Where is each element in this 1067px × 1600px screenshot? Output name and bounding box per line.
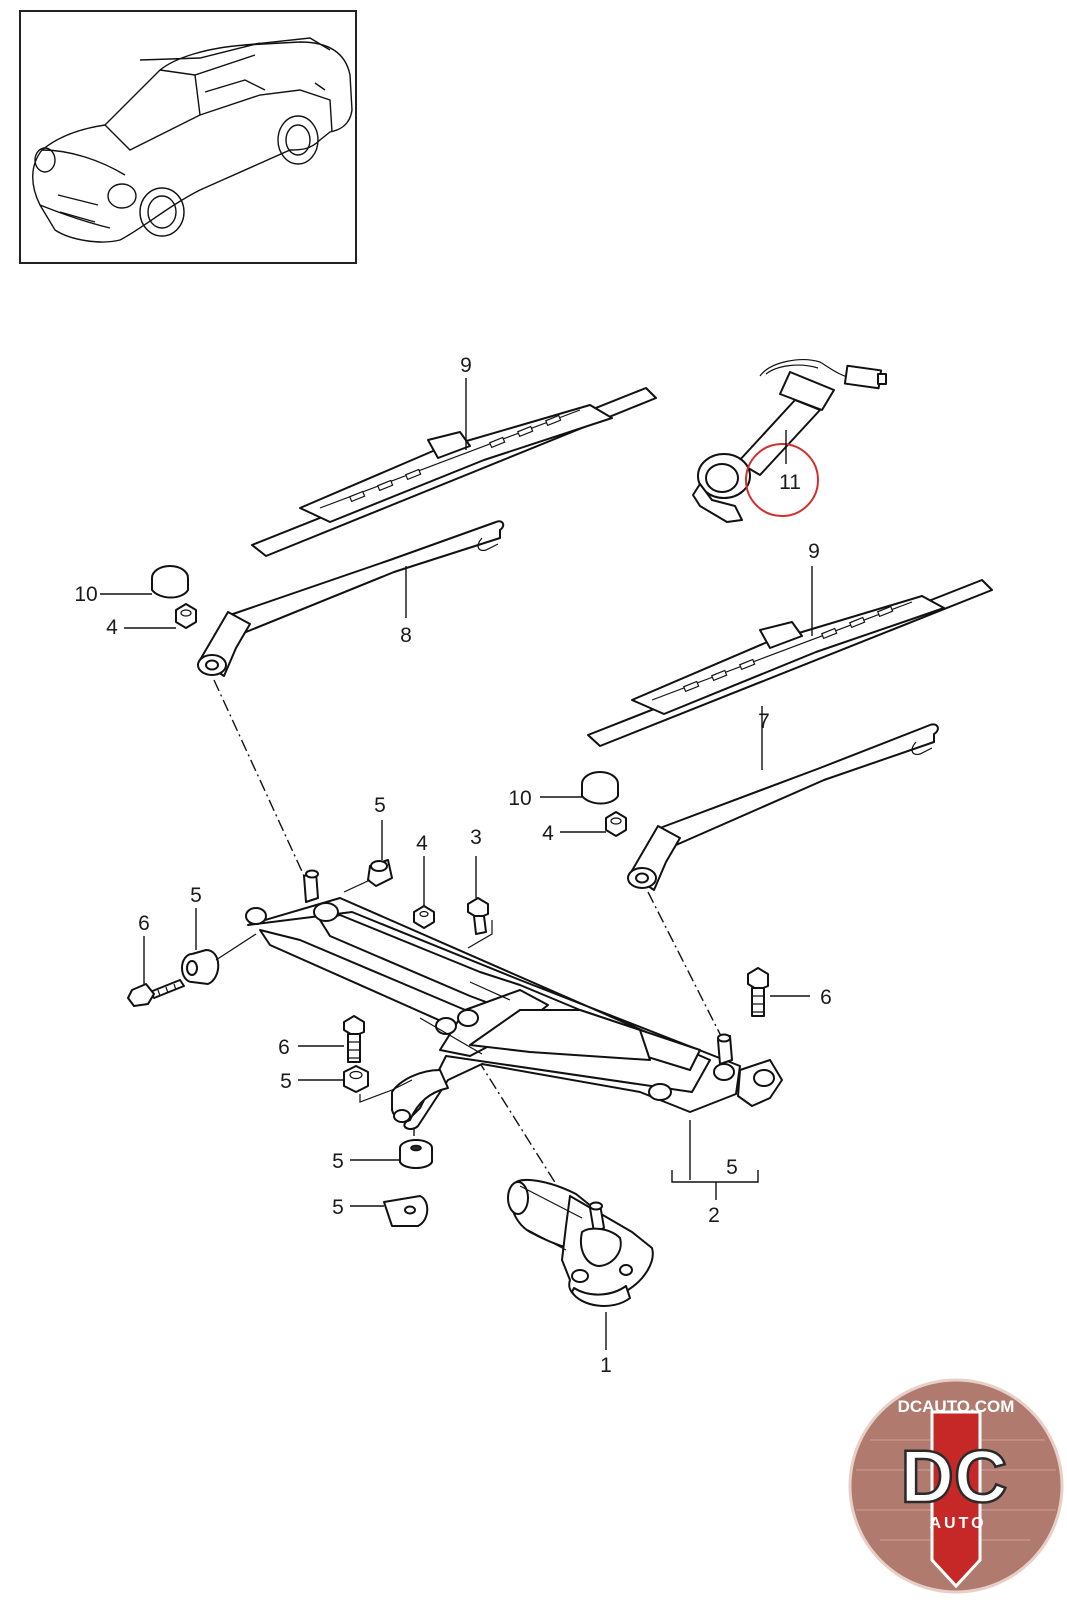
callout-4-lower: 4 <box>542 822 554 845</box>
part-4-nut-right <box>605 811 627 837</box>
part-8-wiper-arm-left <box>197 520 505 677</box>
callout-5-plate: 5 <box>332 1196 344 1219</box>
part-1-wiper-motor <box>507 1178 654 1307</box>
callout-5-lower-nut: 5 <box>280 1070 292 1093</box>
part-6-bolt-lower <box>343 1015 365 1063</box>
part-6-bolt-left <box>127 979 185 1007</box>
part-3-screw <box>467 897 489 935</box>
part-6-bolt-right <box>747 967 769 1017</box>
callout-7: 7 <box>758 710 770 733</box>
callout-9-upper: 9 <box>460 354 472 377</box>
part-5-grommet-top <box>367 859 393 887</box>
callout-labels: 9 11 9 10 4 8 7 10 5 4 4 3 5 6 6 6 5 5 5… <box>74 354 832 1377</box>
part-9-wiper-blade-lower <box>587 579 993 747</box>
vehicle-thumbnail <box>19 10 357 264</box>
part-11-washer-sensor <box>692 359 887 523</box>
callout-4-center: 4 <box>416 832 428 855</box>
callout-10-lower: 10 <box>508 787 531 810</box>
part-4-nut-center <box>413 905 435 929</box>
part-5-bushing-left <box>181 949 220 985</box>
callout-6-lower: 6 <box>278 1036 290 1059</box>
leader-lines <box>100 378 813 1350</box>
wiper-linkage-frame <box>245 869 783 1130</box>
part-10-cap-left <box>151 565 189 599</box>
callout-6-left: 6 <box>138 912 150 935</box>
part-10-cap-right <box>581 771 619 805</box>
logo-top-text: DCAUTO.COM <box>898 1397 1015 1416</box>
callout-6-right: 6 <box>820 986 832 1009</box>
callout-4-upper: 4 <box>106 616 118 639</box>
callout-2: 2 <box>708 1204 720 1227</box>
callout-10-upper: 10 <box>74 583 97 606</box>
callout-3: 3 <box>470 826 482 849</box>
callout-8: 8 <box>400 624 412 647</box>
part-5-nut-lower <box>343 1065 369 1093</box>
part-9-wiper-blade-upper <box>251 387 657 557</box>
dcauto-logo: DCAUTO.COM DC AUTO <box>848 1378 1064 1594</box>
highlight-circle <box>745 443 819 517</box>
part-5-bushing-lower <box>399 1139 433 1169</box>
callout-5-frame: 5 <box>726 1156 738 1179</box>
callout-5-left: 5 <box>190 884 202 907</box>
callout-5-top: 5 <box>374 794 386 817</box>
part-7-wiper-arm-right <box>627 723 939 891</box>
callout-1: 1 <box>600 1354 612 1377</box>
part-5-bracket-plate <box>383 1195 429 1227</box>
callout-11: 11 <box>779 471 801 494</box>
logo-main-text: DC <box>901 1435 1008 1518</box>
part-4-nut-left <box>175 603 197 629</box>
callout-9-lower: 9 <box>808 540 820 563</box>
logo-sub-text: AUTO <box>929 1515 986 1532</box>
callout-5-bushing: 5 <box>332 1150 344 1173</box>
